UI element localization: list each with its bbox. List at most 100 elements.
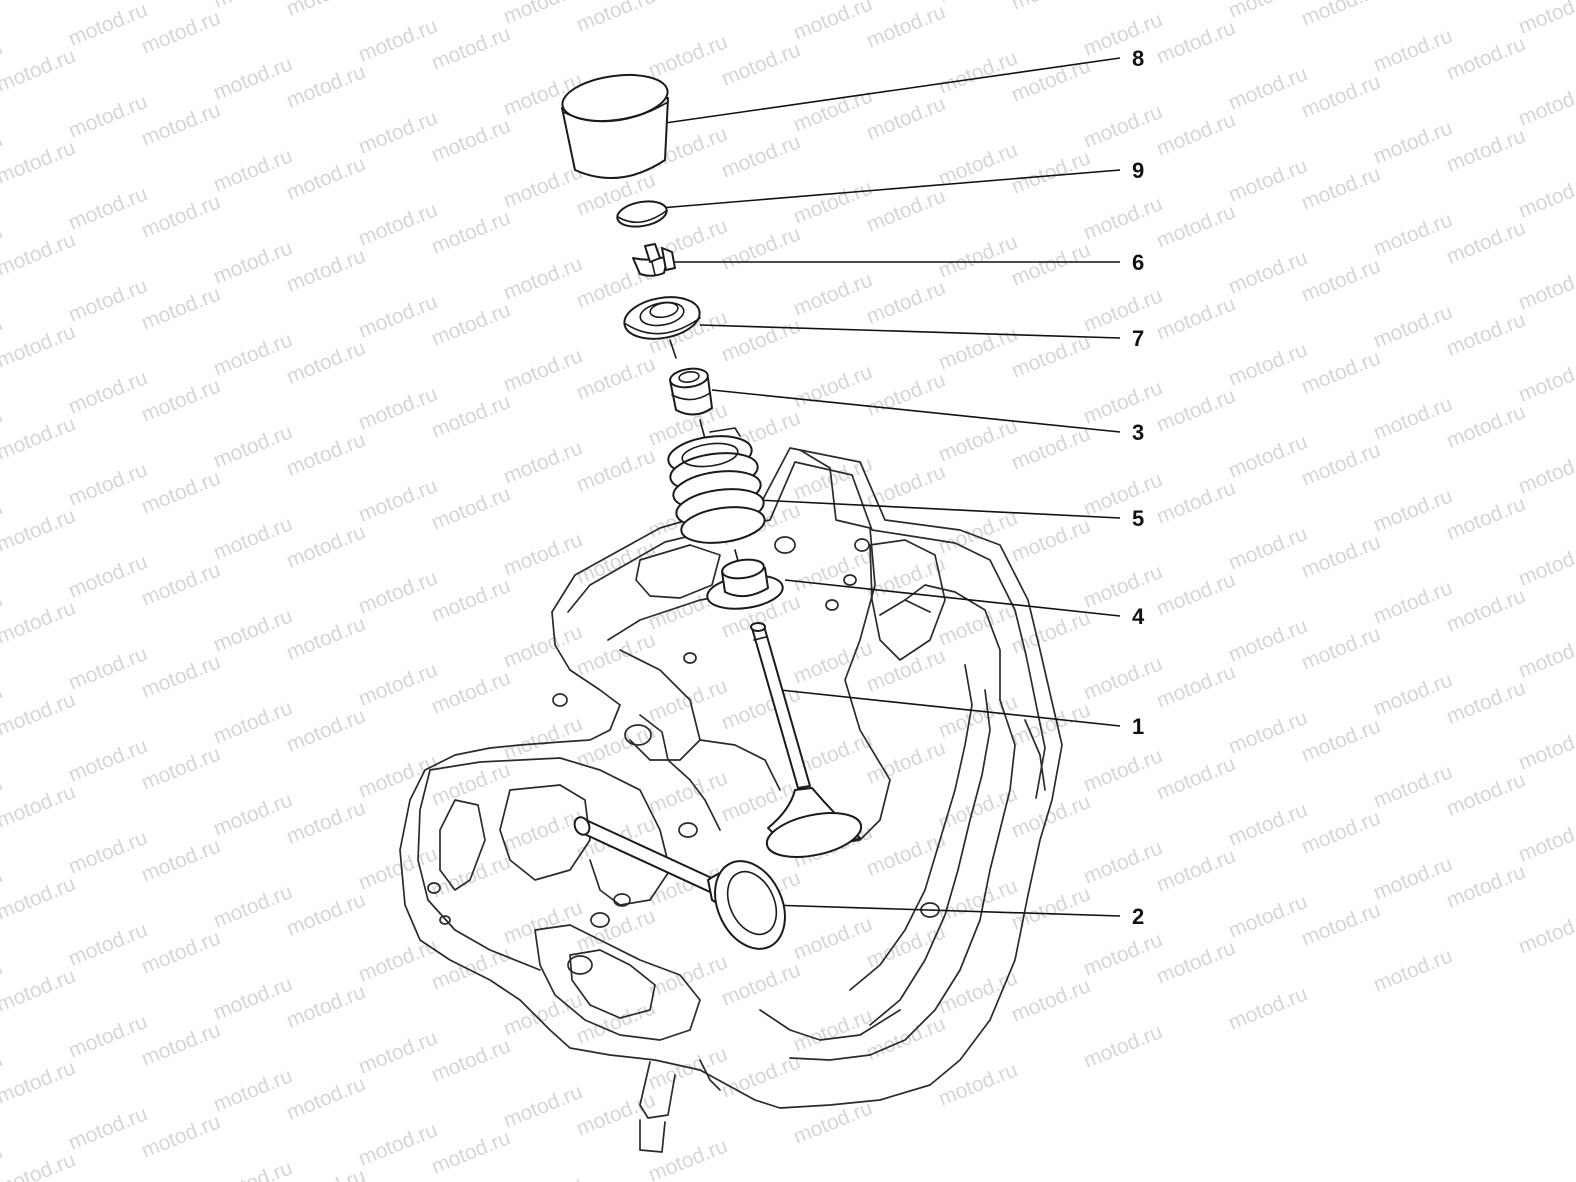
watermark-text: motod.ru <box>65 0 150 51</box>
watermark-text: motod.ru <box>1080 1020 1165 1072</box>
watermark-text: motod.ru <box>0 1056 79 1108</box>
watermark-text: motod.ru <box>1008 54 1093 106</box>
watermark-text: motod.ru <box>1153 752 1238 804</box>
watermark-text: motod.ru <box>935 874 1020 926</box>
watermark-text: motod.ru <box>790 1004 875 1056</box>
watermark-text: motod.ru <box>65 826 150 878</box>
watermark-text: motod.ru <box>1515 170 1576 222</box>
valve-stem-seal <box>669 367 713 451</box>
watermark-text: motod.ru <box>863 92 948 144</box>
watermark-text: motod.ru <box>1080 468 1165 520</box>
watermark-text: motod.ru <box>210 972 295 1024</box>
watermark-text: motod.ru <box>573 444 658 496</box>
watermark-text: motod.ru <box>1225 706 1310 758</box>
watermark-text: motod.ru <box>138 374 223 426</box>
watermark-text: motod.ru <box>1443 308 1528 360</box>
watermark-text: motod.ru <box>935 230 1020 282</box>
watermark-text: motod.ru <box>1443 400 1528 452</box>
watermark-text: motod.ru <box>500 528 585 580</box>
watermark-text: motod.ru <box>1298 0 1383 31</box>
shim-disc <box>616 200 668 228</box>
watermark-text: motod.ru <box>1370 760 1455 812</box>
watermark-text: motod.ru <box>1298 162 1383 214</box>
watermark-text: motod.ru <box>428 22 513 74</box>
watermark-text: motod.ru <box>1298 254 1383 306</box>
watermark-text: motod.ru <box>645 674 730 726</box>
watermark-text: motod.ru <box>935 690 1020 742</box>
watermark-text: motod.ru <box>428 1126 513 1178</box>
watermark-text: motod.ru <box>500 712 585 764</box>
watermark-text: motod.ru <box>355 934 440 986</box>
watermark-text: motod.ru <box>0 320 79 372</box>
watermark-text: motod.ru <box>210 420 295 472</box>
callout-8: 8 <box>1132 46 1144 71</box>
watermark-text: motod.ru <box>718 222 803 274</box>
watermark-text: motod.ru <box>1370 484 1455 536</box>
watermark-text: motod.ru <box>573 352 658 404</box>
watermark-text: motod.ru <box>935 414 1020 466</box>
watermark-text: motod.ru <box>935 1058 1020 1110</box>
watermark-text: motod.ru <box>138 190 223 242</box>
callout-2: 2 <box>1132 904 1144 929</box>
callout-5: 5 <box>1132 506 1144 531</box>
watermark-text: motod.ru <box>1153 568 1238 620</box>
watermark-text: motod.ru <box>65 366 150 418</box>
watermark-text: motod.ru <box>790 636 875 688</box>
callout-1: 1 <box>1132 714 1144 739</box>
watermark-text: motod.ru <box>863 0 948 52</box>
watermark-text: motod.ru <box>65 1010 150 1062</box>
watermark-text: motod.ru <box>138 6 223 58</box>
watermark-text: motod.ru <box>1008 238 1093 290</box>
watermark-text: motod.ru <box>1080 376 1165 428</box>
watermark-text: motod.ru <box>645 766 730 818</box>
watermark-text: motod.ru <box>0 688 79 740</box>
watermark-text: motod.ru <box>210 1064 295 1116</box>
callout-6: 6 <box>1132 250 1144 275</box>
watermark-text: motod.ru <box>1008 422 1093 474</box>
watermark-text: motod.ru <box>65 182 150 234</box>
watermark-text: motod.ru <box>138 1018 223 1070</box>
watermark-text: motod.ru <box>210 696 295 748</box>
watermark-text: motod.ru <box>1443 676 1528 728</box>
valve-spring <box>667 427 766 569</box>
watermark-text: motod.ru <box>1443 584 1528 636</box>
leader-lines <box>659 57 1121 917</box>
watermark-text: motod.ru <box>0 228 79 280</box>
leader-3 <box>711 389 1121 433</box>
watermark-text: motod.ru <box>138 98 223 150</box>
watermark-text: motod.ru <box>1515 630 1576 682</box>
watermark-text: motod.ru <box>65 274 150 326</box>
watermark-text: motod.ru <box>355 14 440 66</box>
callout-3: 3 <box>1132 420 1144 445</box>
watermark-text: motod.ru <box>500 1080 585 1132</box>
leader-4 <box>784 579 1121 617</box>
watermark-text: motod.ru <box>428 390 513 442</box>
watermark-text: motod.ru <box>1080 8 1165 60</box>
watermark-text: motod.ru <box>283 520 368 572</box>
watermark-text: motod.ru <box>283 612 368 664</box>
watermark-text: motod.ru <box>573 0 658 37</box>
watermark-text: motod.ru <box>0 1148 79 1182</box>
watermark-text: motod.ru <box>1298 530 1383 582</box>
watermark-text: motod.ru <box>138 282 223 334</box>
leader-1 <box>779 689 1121 727</box>
watermark-text: motod.ru <box>790 176 875 228</box>
watermark-text: motod.ru <box>283 336 368 388</box>
watermark-text: motod.ru <box>428 298 513 350</box>
watermark-text: motod.ru <box>1008 514 1093 566</box>
watermark-text: motod.ru <box>65 90 150 142</box>
watermark-text: motod.ru <box>283 1164 368 1182</box>
watermark-text: motod.ru <box>355 566 440 618</box>
watermark-text: motod.ru <box>1370 852 1455 904</box>
watermark-text: motod.ru <box>1515 906 1576 958</box>
leader-7 <box>699 324 1121 339</box>
watermark-text: motod.ru <box>1515 814 1576 866</box>
watermark-text: motod.ru <box>283 0 368 21</box>
watermark-text: motod.ru <box>863 184 948 236</box>
watermark-text: motod.ru <box>1153 16 1238 68</box>
watermark-text: motod.ru <box>1225 614 1310 666</box>
watermark-text: motod.ru <box>1370 392 1455 444</box>
watermark-text: motod.ru <box>935 0 1020 7</box>
watermark-text: motod.ru <box>1008 974 1093 1026</box>
